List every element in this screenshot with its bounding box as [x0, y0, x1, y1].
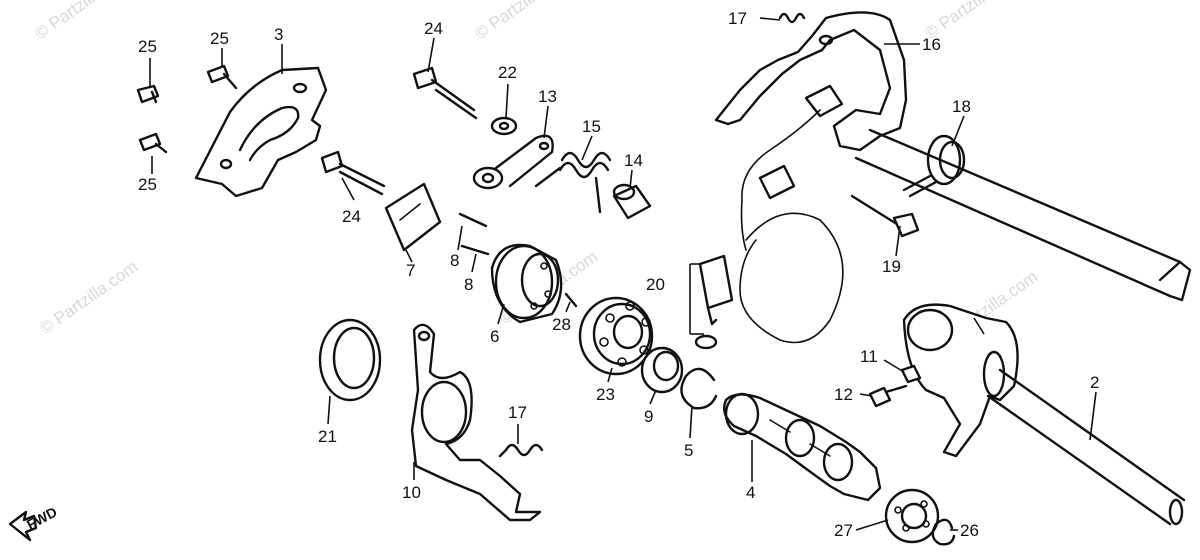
callout-17: 17 [728, 9, 747, 28]
part-28-pin[interactable] [564, 292, 578, 308]
callout-24: 24 [424, 19, 443, 38]
watermark-text: © Partzilla.com [31, 0, 136, 43]
callout-25: 25 [138, 175, 157, 194]
part-13-arm[interactable] [472, 134, 554, 190]
fwd-label: FWD [24, 504, 60, 533]
part-6-drum[interactable] [490, 243, 563, 324]
part-21-seal[interactable] [318, 318, 382, 402]
part-10-plate[interactable] [410, 323, 542, 522]
callout-numbers: 25 25 25 3 24 24 22 13 15 14 7 8 8 6 28 … [138, 9, 1099, 540]
callout-15: 15 [582, 117, 601, 136]
callout-12: 12 [834, 385, 853, 404]
watermark-text: © Partzilla.com [471, 0, 576, 43]
callout-2: 2 [1090, 373, 1099, 392]
callout-21: 21 [318, 427, 337, 446]
callout-19: 19 [882, 257, 901, 276]
callout-18: 18 [952, 97, 971, 116]
part-17-spring-lower[interactable] [498, 443, 544, 458]
part-15-spring[interactable] [534, 151, 612, 214]
part-12-bolt[interactable] [868, 384, 908, 408]
callout-13: 13 [538, 87, 557, 106]
callout-25: 25 [210, 29, 229, 48]
part-25-bolts[interactable] [136, 64, 238, 154]
fwd-arrow [8, 510, 38, 542]
callout-10: 10 [402, 483, 421, 502]
part-18-shaft[interactable] [854, 128, 1192, 302]
part-20-switch[interactable] [694, 254, 734, 350]
callout-23: 23 [596, 385, 615, 404]
callout-4: 4 [746, 483, 755, 502]
callout-5: 5 [684, 441, 693, 460]
part-16-bracket[interactable] [714, 11, 908, 344]
callout-8: 8 [464, 275, 473, 294]
part-11-nut[interactable] [900, 364, 922, 384]
callout-20: 20 [646, 275, 665, 294]
part-4-shift-drum[interactable] [723, 392, 882, 502]
callout-16: 16 [922, 35, 941, 54]
part-22-washer[interactable] [490, 116, 518, 136]
callout-14: 14 [624, 151, 643, 170]
callout-26: 26 [960, 521, 979, 540]
callout-22: 22 [498, 63, 517, 82]
part-23-bearing[interactable] [578, 296, 654, 376]
part-19-pin[interactable] [850, 194, 920, 238]
callout-25: 25 [138, 37, 157, 56]
callout-27: 27 [834, 521, 853, 540]
callout-7: 7 [406, 261, 415, 280]
callout-24: 24 [342, 207, 361, 226]
part-17-spring-upper[interactable] [778, 12, 806, 24]
callout-6: 6 [490, 327, 499, 346]
part-8-pins[interactable] [458, 212, 490, 256]
callout-8: 8 [450, 251, 459, 270]
callout-11: 11 [860, 347, 878, 366]
part-26-circlip[interactable] [931, 518, 956, 546]
leader-lines [149, 17, 1097, 531]
part-2-fork-shaft[interactable] [902, 303, 1186, 526]
part-3-plate[interactable] [194, 66, 328, 198]
callout-9: 9 [644, 407, 653, 426]
part-27-bearing[interactable] [884, 488, 940, 544]
part-5-circlip[interactable] [680, 367, 718, 410]
part-14-collar[interactable] [612, 183, 652, 220]
part-24-bolts[interactable] [320, 66, 478, 196]
part-9-collar[interactable] [640, 346, 684, 394]
watermark-text: © Partzilla.com [36, 257, 141, 338]
callout-3: 3 [274, 25, 283, 44]
callout-17: 17 [508, 403, 527, 422]
part-7-plate[interactable] [384, 182, 442, 252]
callout-28: 28 [552, 315, 571, 334]
